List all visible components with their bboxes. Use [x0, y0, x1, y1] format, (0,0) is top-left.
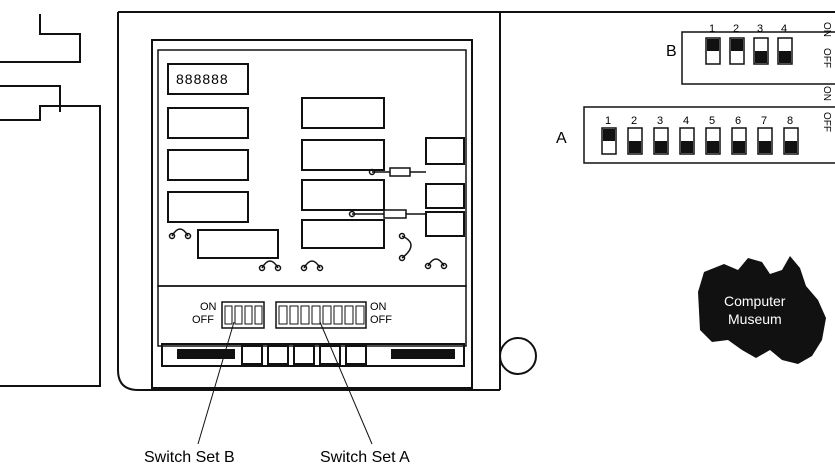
set-b-switch-lever	[707, 39, 719, 51]
set-a-switch-number: 7	[761, 115, 767, 127]
set-a-switch-number: 3	[657, 115, 663, 127]
board-switch-labels: ON OFF ON OFF	[192, 301, 392, 326]
set-a-switch-4: 4	[679, 115, 695, 155]
set-a-switch-number: 4	[683, 115, 689, 127]
switch-set-a-on-label: ON	[821, 86, 832, 101]
set-a-switch-number: 6	[735, 115, 741, 127]
board-switch-set-b	[221, 301, 265, 329]
set-a-switch-number: 8	[787, 115, 793, 127]
switch-set-a-switches: 1 2 3 4 5 6 7 8	[601, 115, 799, 155]
set-a-switch-3: 3	[653, 115, 669, 155]
circuit-board: 888888	[151, 39, 473, 389]
set-b-switch-number: 3	[757, 23, 763, 35]
set-b-switch-2: 2	[729, 23, 745, 65]
set-a-switch-lever	[655, 141, 667, 153]
switch-set-a-letter: A	[556, 130, 567, 147]
set-b-switch-number: 2	[733, 23, 739, 35]
set-a-switch-1: 1	[601, 115, 617, 155]
watermark-line2: Museum	[728, 311, 782, 327]
set-b-switch-lever	[755, 51, 767, 63]
switch-set-b-detail: B 1 2 3 4 ON OFF	[666, 22, 835, 85]
set-a-switch-number: 2	[631, 115, 637, 127]
board-switch-cell	[244, 305, 253, 325]
round-button	[499, 337, 537, 375]
resistors	[348, 167, 426, 219]
board-switch-cell	[289, 305, 299, 325]
set-a-switch-lever	[707, 141, 719, 153]
set-b-switch-number: 4	[781, 23, 787, 35]
board-switch-cell	[344, 305, 354, 325]
set-b-switch-4: 4	[777, 23, 793, 65]
switch-set-b-on-label: ON	[821, 22, 832, 37]
set-b-switch-number: 1	[709, 23, 715, 35]
computer-museum-watermark: Computer Museum	[698, 256, 826, 364]
chips	[167, 97, 465, 259]
switch-set-b-callout: Switch Set B	[144, 449, 235, 466]
board-switch-cell	[333, 305, 343, 325]
board-switch-cell	[355, 305, 365, 325]
switch-set-b-switches: 1 2 3 4	[705, 23, 793, 65]
board-switch-cell	[300, 305, 310, 325]
set-b-switch-3: 3	[753, 23, 769, 65]
switch-set-a-off-label: OFF	[821, 112, 832, 132]
connector-strip	[161, 343, 465, 367]
set-b-switch-1: 1	[705, 23, 721, 65]
switch-set-b-letter: B	[666, 43, 677, 60]
board-left-off-label: OFF	[192, 314, 214, 326]
board-b-cells	[224, 305, 263, 325]
switch-set-a-callout: Switch Set A	[320, 449, 410, 466]
set-a-switch-6: 6	[731, 115, 747, 155]
set-a-switch-7: 7	[757, 115, 773, 155]
set-a-switch-8: 8	[783, 115, 799, 155]
board-switch-cell	[278, 305, 288, 325]
australia-silhouette	[698, 256, 826, 364]
set-a-switch-number: 1	[605, 115, 611, 127]
board-right-on-label: ON	[370, 301, 387, 313]
set-b-switch-lever	[731, 39, 743, 51]
set-a-switch-lever	[603, 129, 615, 141]
svg-text:888888: 888888	[176, 71, 229, 87]
watermark-line1: Computer	[724, 293, 786, 309]
board-a-cells	[278, 305, 365, 325]
board-switch-cell	[234, 305, 243, 325]
set-a-switch-number: 5	[709, 115, 715, 127]
board-switch-cell	[224, 305, 233, 325]
board-switch-set-a	[275, 301, 367, 329]
set-a-switch-5: 5	[705, 115, 721, 155]
set-a-switch-lever	[629, 141, 641, 153]
set-a-switch-2: 2	[627, 115, 643, 155]
chassis-outline	[0, 11, 835, 391]
set-a-switch-lever	[681, 141, 693, 153]
set-a-switch-lever	[785, 141, 797, 153]
switch-set-a-detail: A 1 2 3 4 5 6 7 8 ON OFF	[556, 86, 835, 164]
set-b-switch-lever	[779, 51, 791, 63]
board-switch-cell	[254, 305, 263, 325]
connectors	[168, 228, 448, 272]
board-left-on-label: ON	[200, 301, 217, 313]
led-display: 888888	[167, 63, 249, 95]
set-a-switch-lever	[733, 141, 745, 153]
board-switch-cell	[322, 305, 332, 325]
set-a-switch-lever	[759, 141, 771, 153]
callout-lines	[197, 321, 373, 445]
board-switch-cell	[311, 305, 321, 325]
board-right-off-label: OFF	[370, 314, 392, 326]
switch-set-b-off-label: OFF	[821, 48, 832, 68]
